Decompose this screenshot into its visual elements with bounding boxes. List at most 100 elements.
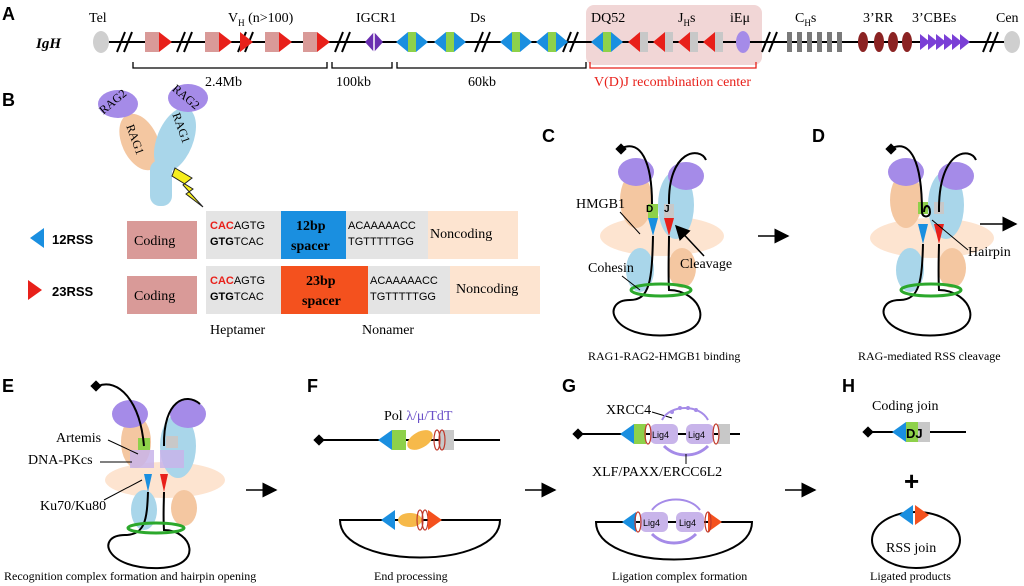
spacer23-len: 23bp [306, 274, 336, 289]
rss12-icon [30, 228, 44, 248]
coding-label-23: Coding [134, 289, 175, 304]
coding-join [862, 422, 966, 442]
complex-e [90, 380, 225, 570]
panel-label-b: B [2, 90, 15, 110]
lig4-label-bottom-left: Lig4 [643, 518, 660, 528]
locus-name: IgH [35, 36, 62, 52]
coding-join-label: Coding join [872, 399, 939, 414]
nonamer-box-23 [368, 266, 450, 314]
ds-label: Ds [470, 11, 486, 26]
hep23-top: CACAGTG [210, 275, 265, 287]
lig4-label-top-left: Lig4 [652, 430, 669, 440]
caption-f: End processing [374, 569, 448, 583]
cbe-elements [920, 34, 970, 50]
coding-box-12 [127, 221, 197, 259]
non12-bot: TGTTTTTGG [348, 236, 414, 248]
caption-d: RAG-mediated RSS cleavage [858, 349, 1001, 363]
ligation-bottom [594, 498, 754, 561]
end-processing-top [313, 429, 500, 451]
cbes-label: 3’CBEs [912, 11, 956, 26]
spacer12-box [281, 211, 346, 259]
caption-c: RAG1-RAG2-HMGB1 binding [588, 349, 740, 363]
hairpin-label: Hairpin [968, 245, 1011, 260]
non12-top: ACAAAAACC [348, 220, 416, 232]
lig4-label-bottom-right: Lig4 [679, 518, 696, 528]
noncoding-label-12: Noncoding [430, 227, 492, 242]
ku-label: Ku70/Ku80 [40, 499, 106, 514]
ku-pointer [103, 479, 143, 501]
coding-label-12: Coding [134, 234, 175, 249]
heptamer-label: Heptamer [210, 323, 266, 338]
panel-label-a: A [2, 4, 15, 24]
igcr1-label: IGCR1 [356, 11, 396, 26]
caption-g: Ligation complex formation [612, 569, 747, 583]
rss12-label: 12RSS [52, 232, 94, 247]
spacer12-len: 12bp [296, 219, 326, 234]
non23-bot: TGTTTTTGG [370, 291, 436, 303]
cen-label: Cen [996, 11, 1019, 26]
non23-top: ACAAAAACC [370, 275, 438, 287]
spacer12-word: spacer [291, 239, 330, 254]
hmgb1-pointer [619, 211, 641, 235]
dq52-label: DQ52 [591, 11, 625, 26]
igcr1-element [365, 32, 383, 52]
tel-label: Tel [89, 11, 107, 26]
ligation-top [572, 406, 740, 457]
d-label-c: D [646, 204, 653, 215]
j-label-c: J [664, 204, 670, 215]
center-bracket [589, 62, 757, 69]
ds-segments [396, 32, 568, 52]
xrcc4-label: XRCC4 [606, 403, 651, 418]
ch-label: CHs [795, 11, 816, 28]
dist-100kb: 100kb [336, 75, 371, 90]
dist-2_4mb: 2.4Mb [205, 75, 242, 90]
rr3-label: 3’RR [863, 11, 894, 26]
artemis-label: Artemis [56, 431, 101, 446]
complex-d [870, 143, 994, 337]
ch-segments [787, 32, 842, 52]
panel-label-e: E [2, 376, 14, 396]
spacer23-box [281, 266, 368, 314]
spacer23-word: spacer [302, 294, 341, 309]
centromere-oval [1004, 31, 1020, 53]
chromosome-breaks [116, 31, 999, 53]
noncoding-box-23 [450, 266, 540, 314]
heptamer-box-23 [206, 266, 281, 314]
rag-complex [98, 84, 208, 206]
panel-label-g: G [562, 376, 576, 396]
telomere-oval [93, 31, 109, 53]
nonamer-box-12 [346, 211, 428, 259]
dist-60kb: 60kb [468, 75, 496, 90]
distance-brackets [132, 62, 587, 69]
hep12-bot: GTGTCAC [210, 236, 264, 248]
xrcc4-pointer [651, 411, 673, 419]
complex-c [600, 143, 724, 337]
vh-segments [145, 32, 330, 52]
vh-label: VH (n>100) [228, 11, 294, 28]
xlf-label: XLF/PAXX/ERCC6L2 [592, 465, 722, 480]
hmgb1-label: HMGB1 [576, 197, 625, 212]
cohesin-label: Cohesin [588, 261, 634, 276]
plus-sign: + [904, 466, 919, 496]
rss23-label: 23RSS [52, 284, 94, 299]
panel-label-d: D [812, 126, 825, 146]
pol-label: Pol λ/μ/TdT [384, 409, 453, 424]
panel-label-f: F [307, 376, 318, 396]
iemu-label: iEμ [730, 11, 750, 26]
caption-h: Ligated products [870, 569, 951, 583]
rr3-elements [858, 32, 912, 52]
rss23-icon [28, 280, 42, 300]
rss-join [871, 505, 961, 569]
cleavage-label: Cleavage [680, 257, 732, 272]
noncoding-box-12 [428, 211, 518, 259]
lightning-icon [171, 167, 204, 208]
rss-join-label: RSS join [886, 541, 936, 556]
panel-label-h: H [842, 376, 855, 396]
end-processing-bottom [338, 509, 502, 559]
noncoding-label-23: Noncoding [456, 282, 518, 297]
center-label: V(D)J recombination center [594, 75, 751, 90]
cohesin-pointer [621, 275, 641, 291]
dj-label: DJ [906, 426, 923, 441]
coding-box-23 [127, 276, 197, 314]
caption-e: Recognition complex formation and hairpi… [4, 569, 256, 583]
